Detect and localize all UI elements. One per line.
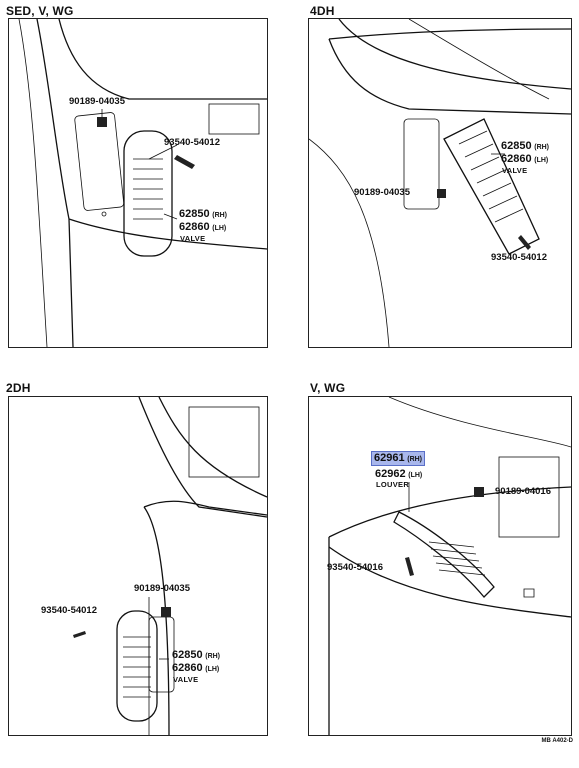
label-valve-rh-4dh: 62850 (RH) xyxy=(501,140,550,152)
illustration-2dh xyxy=(73,397,267,735)
label-valve-lh-4dh: 62860 (LH) xyxy=(501,153,549,165)
label-clip-2dh: 90189-04035 xyxy=(134,583,190,594)
label-screw-sed: 93540-54012 xyxy=(164,137,220,148)
panel-title-4dh: 4DH xyxy=(310,4,335,18)
screw-4dh xyxy=(518,235,531,250)
panel-4dh: 62850 (RH) 62860 (LH) VALVE 90189-04035 … xyxy=(308,18,572,348)
label-valve-rh-sed: 62850 (RH) xyxy=(179,208,228,220)
label-valve-name-4dh: VALVE xyxy=(502,166,528,175)
screw-2dh xyxy=(73,631,86,638)
illustration-sed-v-wg xyxy=(18,19,267,347)
label-screw-v-wg: 93540-54016 xyxy=(327,562,383,573)
label-valve-name-2dh: VALVE xyxy=(173,675,199,684)
label-screw-2dh: 93540-54012 xyxy=(41,605,97,616)
valve-2dh xyxy=(116,610,158,722)
label-clip-sed: 90189-04035 xyxy=(69,96,125,107)
clip-v-wg xyxy=(474,487,484,497)
illustration-v-wg xyxy=(328,397,571,735)
label-valve-rh-2dh: 62850 (RH) xyxy=(172,649,221,661)
label-valve-name-sed: VALVE xyxy=(180,234,206,243)
clip-4dh xyxy=(437,189,446,198)
panel-sed-v-wg: 90189-04035 93540-54012 62850 (RH) 62860… xyxy=(8,18,268,348)
highlight-part-number: 62961 (RH) xyxy=(371,451,426,466)
panel-v-wg: 62961 (RH) 62962 (LH) LOUVER 90189-04016… xyxy=(308,396,572,736)
label-louver-rh-v-wg: 62961 (RH) xyxy=(371,451,426,466)
screw-v-wg xyxy=(405,557,414,576)
label-valve-lh-sed: 62860 (LH) xyxy=(179,221,227,233)
label-louver-name-v-wg: LOUVER xyxy=(376,480,410,489)
label-clip-v-wg: 90189-04016 xyxy=(495,486,551,497)
screw-sed xyxy=(174,155,195,169)
diagram-code: MB A402-D xyxy=(541,738,573,744)
panel-2dh: 90189-04035 93540-54012 62850 (RH) 62860… xyxy=(8,396,268,736)
valve-4dh xyxy=(443,118,540,255)
label-louver-lh-v-wg: 62962 (LH) xyxy=(375,468,423,480)
clip-2dh xyxy=(161,607,171,617)
panel-title-2dh: 2DH xyxy=(6,381,31,395)
panel-title-v-wg: V, WG xyxy=(310,381,346,395)
illustration-4dh xyxy=(309,19,571,347)
valve-sed xyxy=(123,130,173,257)
louver-v-wg xyxy=(393,511,495,598)
panel-title-sed-v-wg: SED, V, WG xyxy=(6,4,74,18)
label-screw-4dh: 93540-54012 xyxy=(491,252,547,263)
clip-sed xyxy=(97,117,107,127)
label-clip-4dh: 90189-04035 xyxy=(354,187,410,198)
label-valve-lh-2dh: 62860 (LH) xyxy=(172,662,220,674)
